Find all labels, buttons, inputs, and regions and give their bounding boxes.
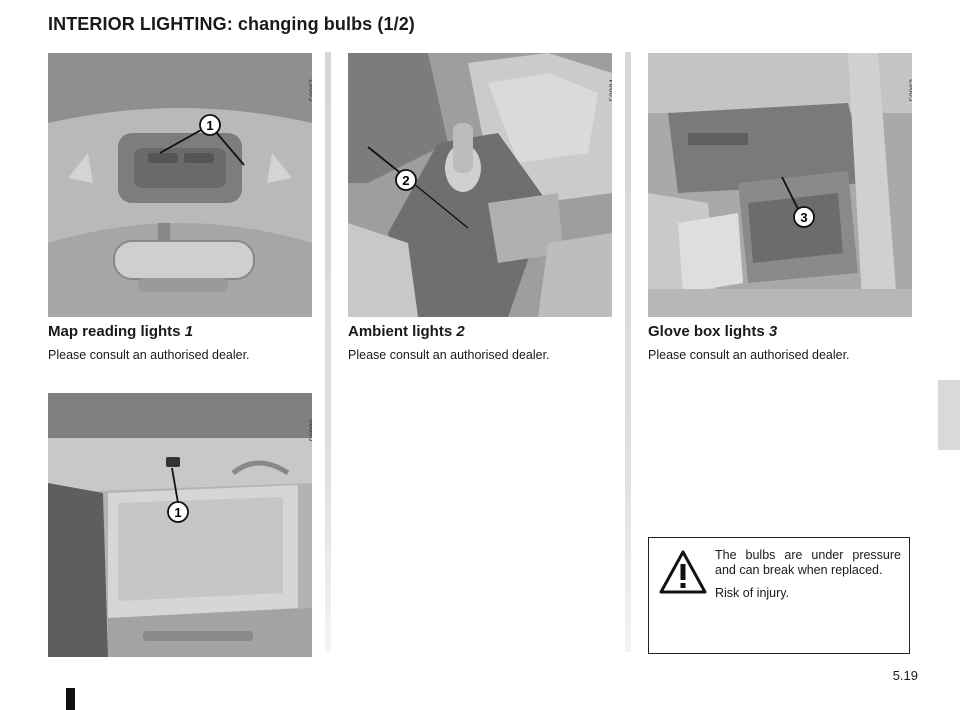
column-divider-right (625, 52, 631, 652)
chapter-tab (938, 380, 960, 450)
page-title: INTERIOR LIGHTING: changing bulbs (1/2) (48, 14, 415, 34)
rear-ceiling-light-illustration: 1 (48, 393, 312, 657)
callout-2: 2 (402, 173, 409, 188)
ambient-lights-illustration: 2 (348, 53, 612, 317)
warning-triangle-icon (659, 550, 707, 594)
figure-reference: 50884 (608, 79, 612, 102)
warning-box: The bulbs are under pressure and can bre… (648, 537, 910, 654)
section-body-glove-box-lights: Please consult an authorised dealer. (648, 348, 850, 362)
figure-reference: 50880 (308, 419, 312, 442)
column-divider-left (325, 52, 331, 652)
figure-glove-box-lights: 3 50963 (648, 53, 912, 317)
callout-1: 1 (206, 118, 213, 133)
figure-rear-ceiling-light: 1 50880 (48, 393, 312, 657)
callout-1: 1 (174, 505, 181, 520)
warning-text: The bulbs are under pressure and can bre… (715, 548, 901, 609)
figure-map-reading-lights: 1 50967 (48, 53, 312, 317)
figure-reference: 50963 (908, 79, 912, 102)
figure-ambient-lights: 2 50884 (348, 53, 612, 317)
callout-3: 3 (800, 210, 807, 225)
section-title-ambient-lights: Ambient lights 2 (348, 323, 465, 340)
warning-line-1: The bulbs are under pressure and can bre… (715, 548, 901, 577)
map-reading-lights-illustration: 1 (48, 53, 312, 317)
margin-marker (66, 688, 75, 710)
section-title-glove-box-lights: Glove box lights 3 (648, 323, 778, 340)
section-title-map-reading-lights: Map reading lights 1 (48, 323, 194, 340)
figure-reference: 50967 (308, 79, 312, 102)
warning-line-2: Risk of injury. (715, 586, 790, 600)
glove-box-lights-illustration: 3 (648, 53, 912, 317)
section-body-map-reading-lights: Please consult an authorised dealer. (48, 348, 250, 362)
section-body-ambient-lights: Please consult an authorised dealer. (348, 348, 550, 362)
page-number: 5.19 (892, 668, 918, 683)
